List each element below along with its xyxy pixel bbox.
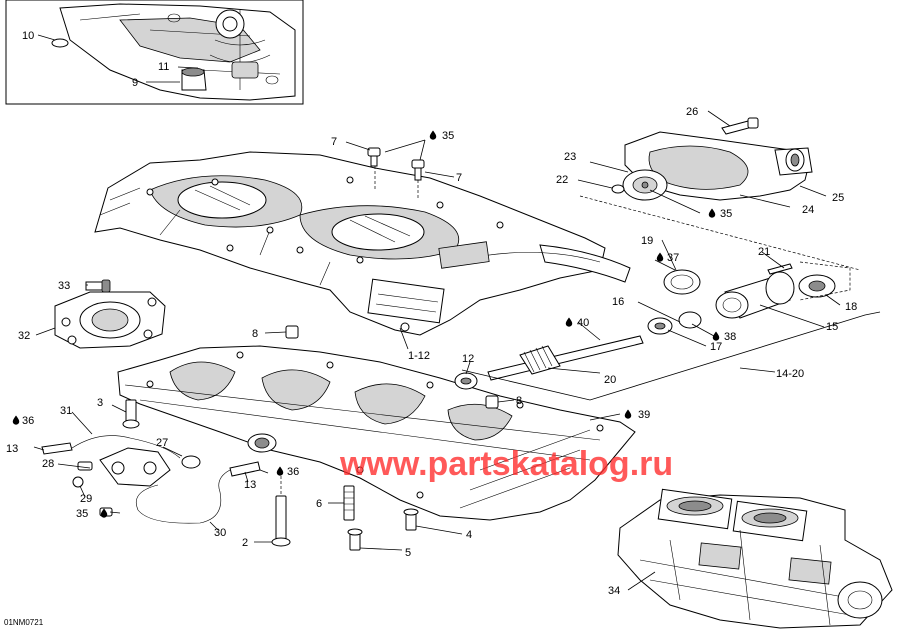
- callout-32: 32: [18, 330, 30, 342]
- drop-icon: [708, 208, 716, 218]
- callout-8: 8: [252, 328, 258, 340]
- callout-1-12: 1-12: [408, 350, 430, 362]
- callout-20: 20: [604, 374, 616, 386]
- gear-shaft: [454, 335, 644, 390]
- pump-assembly: [647, 261, 851, 335]
- callout-33: 33: [58, 280, 70, 292]
- callout-35: 35: [76, 508, 88, 520]
- callout-27: 27: [156, 437, 168, 449]
- group-lines: [461, 195, 881, 401]
- callout-7: 7: [331, 136, 337, 148]
- callout-11: 11: [158, 61, 169, 73]
- callout-16: 16: [612, 296, 624, 308]
- callout-26: 26: [686, 106, 698, 118]
- callout-29: 29: [80, 493, 92, 505]
- drop-icon: [565, 317, 573, 327]
- callout-34: 34: [608, 585, 620, 597]
- callout-12: 12: [462, 353, 474, 365]
- leader-lines: [33, 34, 841, 591]
- callout-39: 39: [638, 409, 650, 421]
- engine-assembly: [617, 488, 893, 629]
- watermark: www.partskatalog.ru: [339, 445, 673, 483]
- end-cover: [54, 279, 166, 349]
- callout-38: 38: [724, 331, 736, 343]
- callout-13: 13: [244, 479, 256, 491]
- diagram-code: 01NM0721: [4, 618, 44, 627]
- callout-22: 22: [556, 174, 568, 186]
- callout-10: 10: [22, 30, 34, 42]
- callout-4: 4: [466, 529, 472, 541]
- callout-31: 31: [60, 405, 72, 417]
- callout-9: 9: [132, 77, 138, 89]
- drop-icon: [624, 409, 632, 419]
- water-pump-housing: [611, 117, 813, 201]
- callout-7: 7: [456, 172, 462, 184]
- drop-icon: [656, 252, 664, 262]
- callout-40: 40: [577, 317, 589, 329]
- callout-15: 15: [826, 321, 838, 333]
- callout-35: 35: [442, 130, 454, 142]
- callout-30: 30: [214, 527, 226, 539]
- callout-6: 6: [316, 498, 322, 510]
- lower-crankcase: [117, 345, 636, 521]
- drop-icon: [12, 415, 20, 425]
- callout-17: 17: [710, 341, 722, 353]
- drop-icon: [276, 466, 284, 476]
- callout-3: 3: [97, 397, 103, 409]
- callout-23: 23: [564, 151, 576, 163]
- oil-lines: [71, 435, 231, 524]
- callout-13: 13: [6, 443, 18, 455]
- fasteners: [41, 147, 499, 551]
- callout-21: 21: [758, 246, 770, 258]
- inset-panel: [5, 0, 304, 105]
- callout-18: 18: [845, 301, 857, 313]
- callouts: 10 11 9 7 35 7 33 32 8 1-12 12 8 20 3 36…: [4, 30, 857, 627]
- callout-37: 37: [667, 252, 679, 264]
- callout-14-20: 14-20: [776, 368, 804, 380]
- callout-8: 8: [516, 395, 522, 407]
- callout-2: 2: [242, 537, 248, 549]
- upper-crankcase: [94, 151, 631, 336]
- callout-28: 28: [42, 458, 54, 470]
- callout-25: 25: [832, 192, 844, 204]
- callout-35: 35: [720, 208, 732, 220]
- callout-5: 5: [405, 547, 411, 559]
- callout-36: 36: [22, 415, 34, 427]
- drop-icon: [712, 331, 720, 341]
- callout-36: 36: [287, 466, 299, 478]
- callout-24: 24: [802, 204, 814, 216]
- callout-19: 19: [641, 235, 653, 247]
- drop-icon: [429, 130, 437, 140]
